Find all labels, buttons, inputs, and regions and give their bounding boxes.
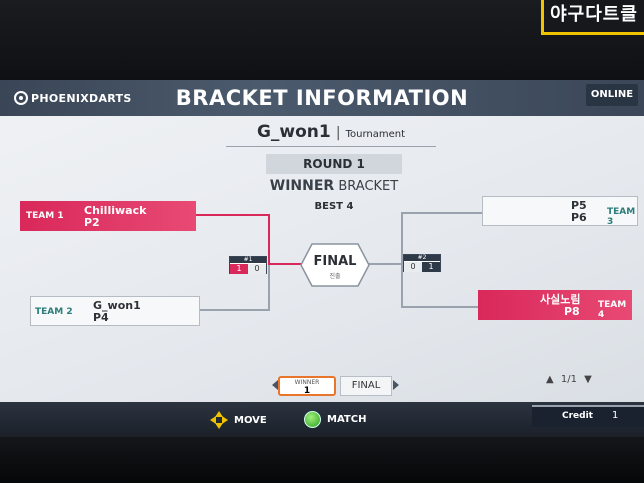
page-up-icon[interactable]: ▲: [546, 374, 554, 385]
brand-name: PHOENIXDARTS: [31, 91, 132, 105]
page-title: BRACKET INFORMATION: [175, 86, 469, 110]
team3-player: P6: [571, 211, 587, 224]
tab-winner-number: 1: [303, 386, 311, 396]
move-hint: MOVE: [210, 411, 267, 429]
phoenix-logo-icon: [14, 91, 28, 105]
connector-team4-h: [401, 306, 481, 308]
prev-arrow-icon[interactable]: [272, 380, 278, 390]
match2-score-b: 1: [422, 262, 440, 272]
match2-tag: #2: [404, 255, 440, 261]
page-down-icon[interactable]: ▼: [584, 374, 592, 385]
team1-card[interactable]: TEAM 1 Chilliwack P2: [20, 201, 196, 231]
match-label: MATCH: [327, 414, 367, 425]
bracket-word-winner: WINNER: [269, 178, 335, 194]
match1-tag: #1: [230, 257, 266, 263]
tab-final[interactable]: FINAL: [340, 376, 392, 396]
bracket-word-bracket: BRACKET: [338, 179, 399, 194]
match2-score: #2 0 1: [403, 254, 441, 272]
connector-team2-h: [200, 309, 270, 311]
team4-label: TEAM 4: [598, 300, 627, 320]
match-hint[interactable]: MATCH: [304, 411, 366, 428]
next-arrow-icon[interactable]: [393, 380, 399, 390]
match1-score-a: 1: [230, 264, 248, 274]
dpad-icon: [210, 411, 228, 429]
team3-name: P5: [571, 199, 587, 212]
team3-card[interactable]: P5 P6 TEAM 3: [482, 196, 638, 227]
team1-name: Chilliwack: [84, 204, 147, 217]
monitor-bezel-top: [0, 0, 644, 80]
connector-team1-h: [196, 214, 270, 216]
team1-label: TEAM 1: [26, 211, 64, 221]
credit-display: Credit 1: [532, 405, 644, 427]
tournament-name: G_won1: [256, 122, 331, 142]
move-label: MOVE: [234, 414, 267, 426]
final-node: FINAL 진출: [300, 243, 370, 287]
monitor-bezel-bottom: [0, 437, 644, 483]
title-separator: |: [335, 125, 341, 141]
team3-label: TEAM 3: [607, 207, 636, 227]
team4-name: 사실노림: [540, 293, 581, 306]
pager: ▲ 1/1 ▼: [544, 374, 594, 385]
green-button-icon: [304, 411, 321, 428]
team2-card[interactable]: TEAM 2 G_won1 P4: [30, 296, 200, 326]
tournament-title: G_won1 | Tournament: [226, 122, 436, 147]
team2-name: G_won1: [93, 299, 141, 312]
final-label: FINAL: [313, 254, 357, 269]
online-badge: ONLINE: [586, 84, 638, 106]
connector-to-final-left: [268, 263, 302, 265]
credit-label: Credit: [562, 411, 593, 421]
header-bar: PHOENIXDARTS BRACKET INFORMATION ONLINE: [0, 80, 644, 116]
connector-team2-v: [268, 264, 270, 310]
connector-team3-v: [401, 212, 403, 264]
brand-logo: PHOENIXDARTS: [14, 91, 132, 105]
connector-team1-v: [268, 214, 270, 264]
team2-player: P4: [93, 311, 109, 324]
credit-value: 1: [612, 410, 619, 421]
team4-card[interactable]: 사실노림 P8 TEAM 4: [478, 290, 632, 320]
connector-team4-v: [401, 264, 403, 308]
match1-score-b: 0: [248, 264, 266, 274]
venue-sign: 야구다트클: [541, 0, 644, 35]
page-indicator: 1/1: [560, 374, 577, 385]
team2-label: TEAM 2: [35, 307, 73, 317]
team4-player: P8: [564, 305, 580, 318]
round-label: ROUND 1: [266, 154, 402, 174]
final-hexagon-icon: [300, 243, 370, 287]
tournament-type: Tournament: [345, 129, 406, 140]
footer-bar: MOVE MATCH Credit 1: [0, 402, 644, 437]
match1-score: #1 1 0: [229, 256, 267, 274]
tab-winner-label: WINNER: [294, 379, 320, 386]
screen: PHOENIXDARTS BRACKET INFORMATION ONLINE …: [0, 80, 644, 437]
match2-score-a: 0: [404, 262, 422, 272]
connector-team3-h: [402, 212, 484, 214]
team1-player: P2: [84, 216, 100, 229]
tab-winner[interactable]: WINNER 1: [278, 376, 336, 396]
final-sublabel: 진출: [329, 273, 341, 280]
best-of-label: BEST 4: [314, 201, 354, 212]
bracket-name: WINNER BRACKET: [240, 178, 428, 194]
connector-to-final-right: [368, 263, 402, 265]
